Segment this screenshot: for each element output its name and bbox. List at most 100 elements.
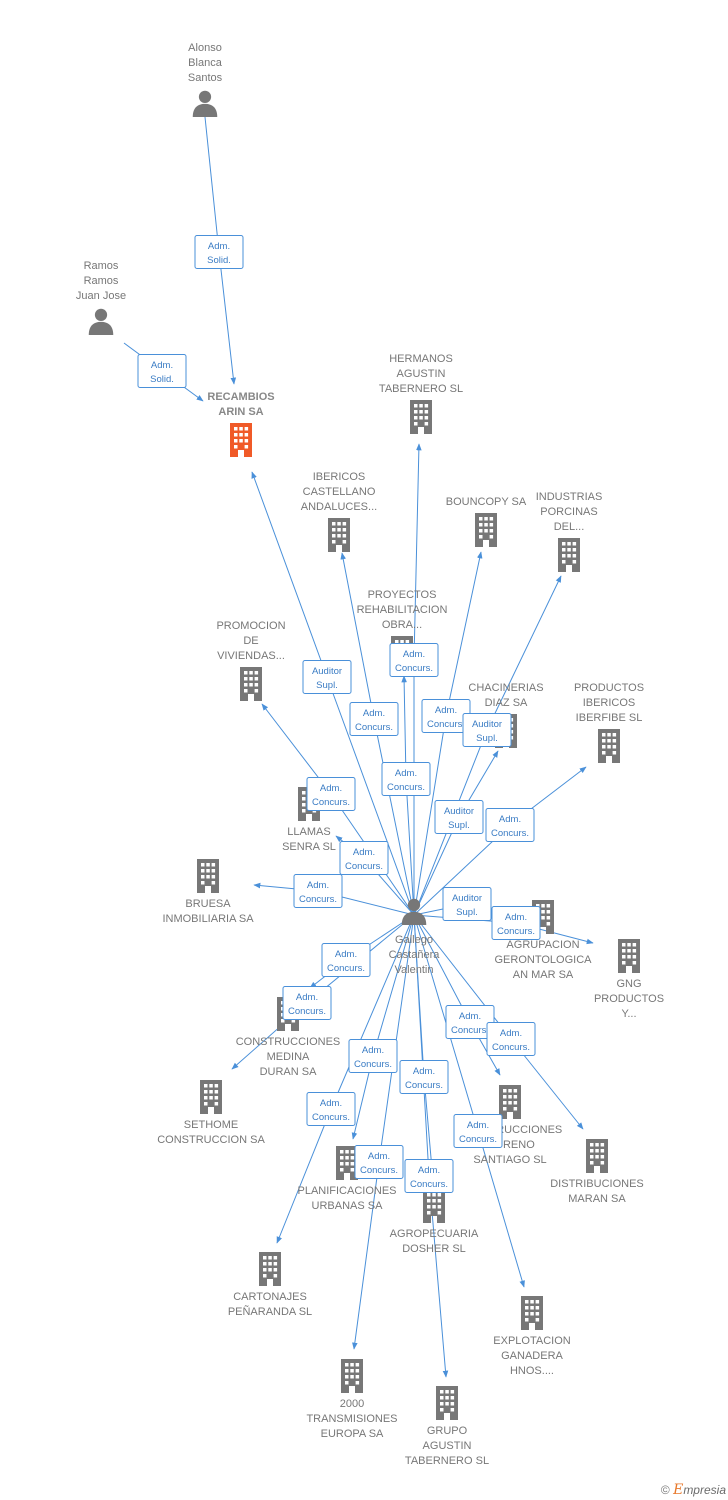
node-label: BOUNCOPY SA bbox=[446, 496, 527, 508]
relation-labels-layer: Adm.Solid.Adm.Solid.AuditorSupl.Adm.Conc… bbox=[137, 235, 541, 1193]
relation-label-recambios[interactable]: Adm.Solid. bbox=[137, 354, 187, 388]
empresia-logo[interactable]: © Empresia bbox=[661, 1482, 726, 1498]
node-label: PROMOCION bbox=[216, 620, 285, 632]
building-icon bbox=[475, 513, 497, 547]
node-label: Ramos bbox=[84, 260, 119, 272]
node-label: HNOS.... bbox=[510, 1365, 554, 1377]
node-label: AGUSTIN bbox=[423, 1440, 472, 1452]
node-label: GNG bbox=[616, 978, 641, 990]
node-explotacion[interactable]: EXPLOTACIONGANADERAHNOS.... bbox=[493, 1296, 571, 1377]
relation-label-box bbox=[354, 1145, 404, 1179]
node-label: DE bbox=[243, 635, 258, 647]
relation-label-text: Supl. bbox=[476, 733, 498, 744]
relation-label-cartonajes[interactable]: Adm.Concurs. bbox=[306, 1092, 356, 1126]
relation-label-sethome[interactable]: Adm.Concurs. bbox=[282, 986, 332, 1020]
relation-label-box bbox=[293, 874, 343, 908]
relation-label-text: Concurs. bbox=[491, 828, 529, 839]
node-bouncopy[interactable]: BOUNCOPY SA bbox=[446, 496, 527, 547]
node-recambios[interactable]: RECAMBIOS ARIN SA bbox=[207, 391, 275, 457]
node-label: TRANSMISIONES bbox=[306, 1413, 397, 1425]
relation-label-productos[interactable]: Adm.Concurs. bbox=[485, 808, 535, 842]
relation-label-text: Auditor bbox=[472, 719, 502, 730]
relation-label-box bbox=[399, 1060, 449, 1094]
building-icon bbox=[259, 1252, 281, 1286]
relation-label-proyectos[interactable]: Adm.Concurs. bbox=[381, 762, 431, 796]
node-label: CONSTRUCCIONES bbox=[236, 1036, 341, 1048]
relation-label-text: Adm. bbox=[362, 1045, 384, 1056]
relation-label-promocion[interactable]: Adm.Concurs. bbox=[306, 777, 356, 811]
relation-label-hermanos[interactable]: Adm.Concurs. bbox=[389, 643, 439, 677]
relation-label-text: Supl. bbox=[456, 907, 478, 918]
relation-label-moreno[interactable]: Adm.Concurs. bbox=[445, 1005, 495, 1039]
relation-label-dosher[interactable]: Adm.Concurs. bbox=[399, 1060, 449, 1094]
relation-label-text: Adm. bbox=[500, 1028, 522, 1039]
relation-label-box bbox=[442, 887, 492, 921]
node-label: IBERFIBE SL bbox=[576, 712, 643, 724]
node-label: RECAMBIOS bbox=[207, 391, 274, 403]
node-promocion[interactable]: PROMOCIONDEVIVIENDAS... bbox=[216, 620, 286, 701]
relation-label-box bbox=[462, 713, 512, 747]
node-gng[interactable]: GNGPRODUCTOSY... bbox=[594, 939, 664, 1020]
relation-label-maran[interactable]: Adm.Concurs. bbox=[486, 1022, 536, 1056]
relation-label-llamas[interactable]: Adm.Concurs. bbox=[339, 841, 389, 875]
relation-label-explotacion[interactable]: Adm.Concurs. bbox=[453, 1114, 503, 1148]
building-icon bbox=[328, 518, 350, 552]
building-icon bbox=[521, 1296, 543, 1330]
relation-label-gng[interactable]: Adm.Concurs. bbox=[491, 906, 541, 940]
logo-initial: E bbox=[673, 1482, 684, 1498]
building-icon bbox=[499, 1085, 521, 1119]
relation-label-box bbox=[306, 777, 356, 811]
relation-label-box bbox=[306, 1092, 356, 1126]
node-industrias[interactable]: INDUSTRIASPORCINASDEL... bbox=[536, 491, 603, 572]
node-label: DEL... bbox=[554, 521, 585, 533]
relation-label-ibericos[interactable]: Adm.Concurs. bbox=[349, 702, 399, 736]
building-icon bbox=[197, 859, 219, 893]
relation-label-grupo[interactable]: Adm.Concurs. bbox=[404, 1159, 454, 1193]
relation-label-text: Adm. bbox=[353, 847, 375, 858]
relation-label-box bbox=[137, 354, 187, 388]
relation-label-medina[interactable]: Adm.Concurs. bbox=[321, 943, 371, 977]
node-ibericos[interactable]: IBERICOSCASTELLANOANDALUCES... bbox=[301, 471, 377, 552]
node-label: TABERNERO SL bbox=[379, 383, 463, 395]
relation-label-recambios[interactable]: Adm. Solid. bbox=[194, 235, 244, 269]
relation-label-text: Adm. bbox=[208, 241, 230, 252]
relation-label-bruesa[interactable]: Adm.Concurs. bbox=[293, 874, 343, 908]
relation-label-text: Concurs. bbox=[312, 797, 350, 808]
relation-label-text: Solid. bbox=[207, 255, 231, 266]
relation-label-box bbox=[491, 906, 541, 940]
relation-label-box bbox=[349, 702, 399, 736]
node-label: PEÑARANDA SL bbox=[228, 1305, 312, 1318]
relation-label-text: Auditor bbox=[444, 806, 474, 817]
relation-label-text: Concurs. bbox=[355, 722, 393, 733]
node-label: TABERNERO SL bbox=[405, 1455, 489, 1467]
relation-label-text: Adm. bbox=[435, 705, 457, 716]
relation-label-planificaciones[interactable]: Adm.Concurs. bbox=[348, 1039, 398, 1073]
relation-label-transmisiones[interactable]: Adm.Concurs. bbox=[354, 1145, 404, 1179]
relation-label-box bbox=[348, 1039, 398, 1073]
node-proyectos[interactable]: PROYECTOSREHABILITACIONOBRA... bbox=[357, 589, 448, 670]
node-label: ARIN SA bbox=[218, 406, 263, 418]
relation-label-text: Concurs. bbox=[497, 926, 535, 937]
